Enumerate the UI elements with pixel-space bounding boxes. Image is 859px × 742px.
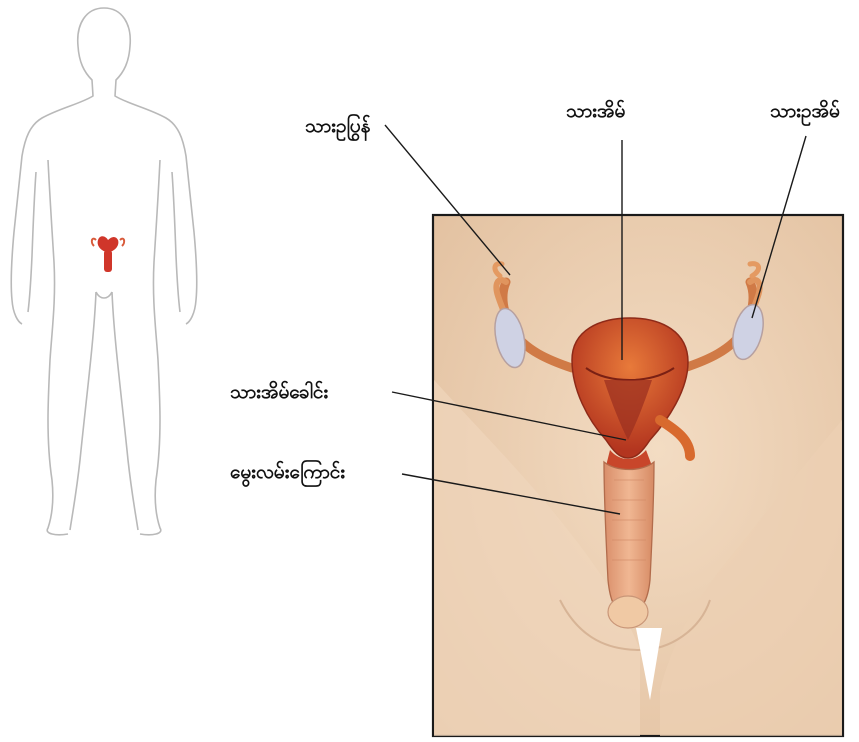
body-outline-figure <box>11 8 197 535</box>
right-arm-inner <box>172 172 180 312</box>
label-cervix: သားအိမ်ခေါင်း <box>230 379 328 403</box>
torso-right <box>140 160 161 535</box>
torso-left <box>47 160 68 535</box>
crotch-line <box>96 292 112 298</box>
inner-legs <box>70 292 138 530</box>
head-outline <box>11 8 104 324</box>
small-organ-icon <box>92 236 124 272</box>
label-ovary-tube: သားဥပြွန် <box>305 112 371 142</box>
left-arm-inner <box>28 172 36 312</box>
label-ovary-right: သားဥအိမ် <box>770 98 840 127</box>
label-vagina: မွေးလမ်းကြောင်း <box>230 458 345 488</box>
label-uterus: သားအိမ် <box>566 98 625 122</box>
body-right-outline <box>104 8 197 324</box>
